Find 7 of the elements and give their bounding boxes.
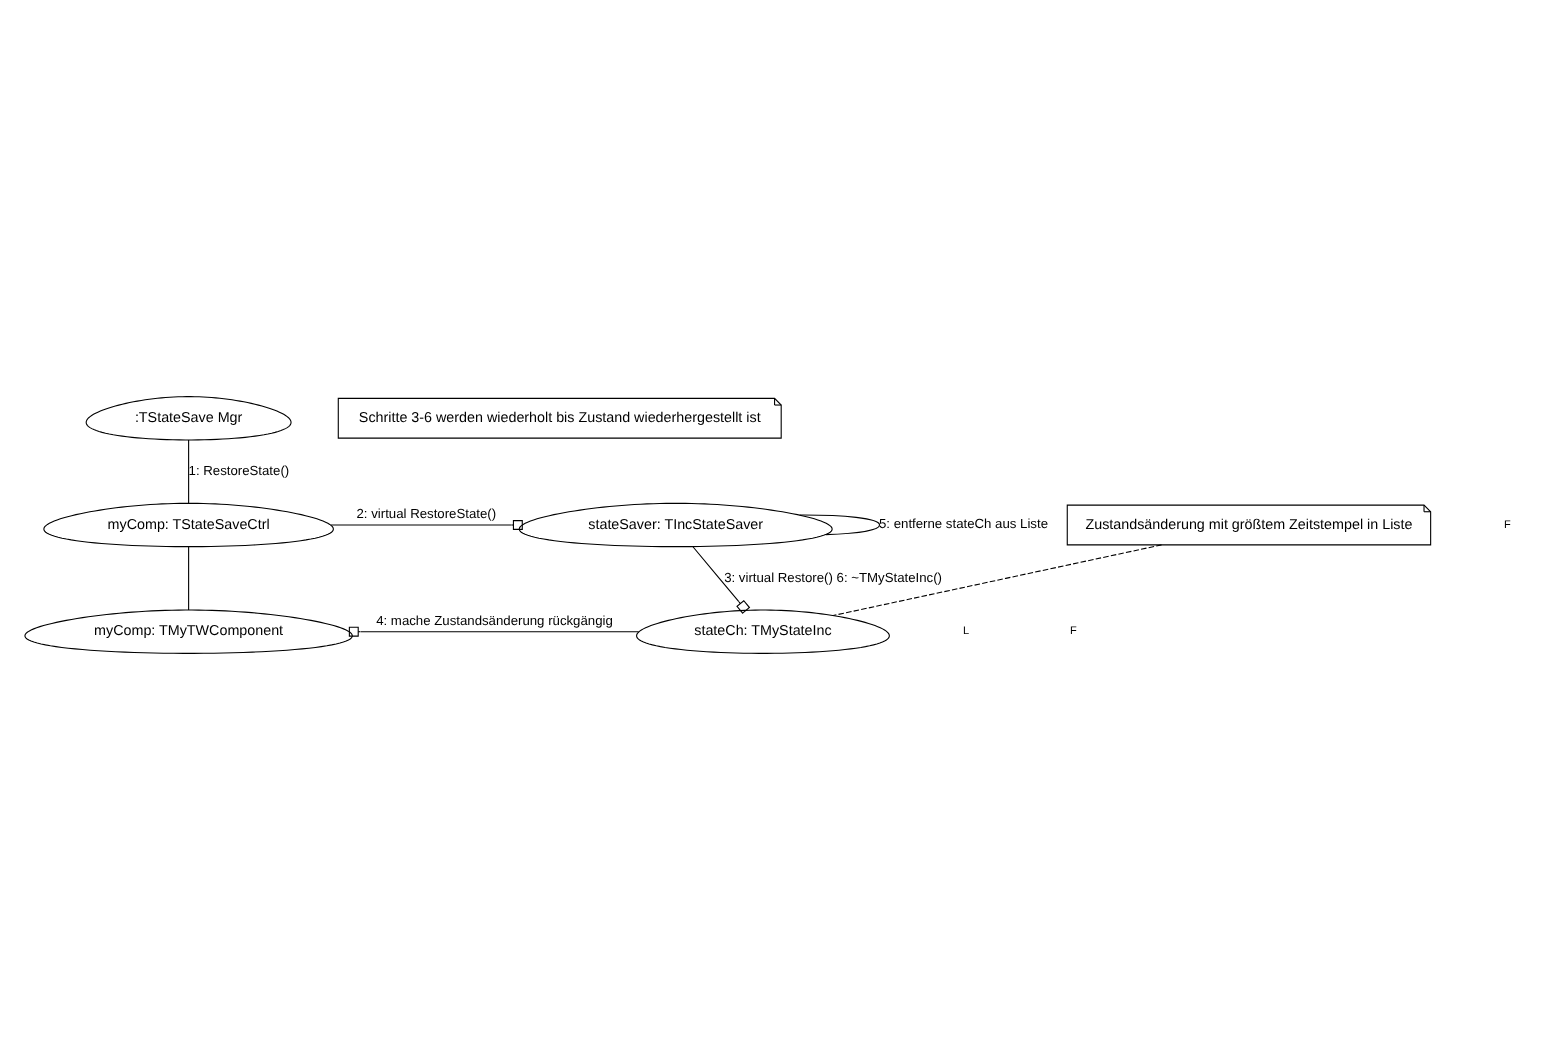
connector bbox=[188, 545, 190, 610]
connector bbox=[348, 625, 640, 636]
connector bbox=[330, 519, 523, 529]
connector bbox=[799, 513, 881, 535]
connector bbox=[188, 438, 190, 503]
connector bbox=[832, 543, 1163, 616]
connector bbox=[692, 545, 751, 613]
